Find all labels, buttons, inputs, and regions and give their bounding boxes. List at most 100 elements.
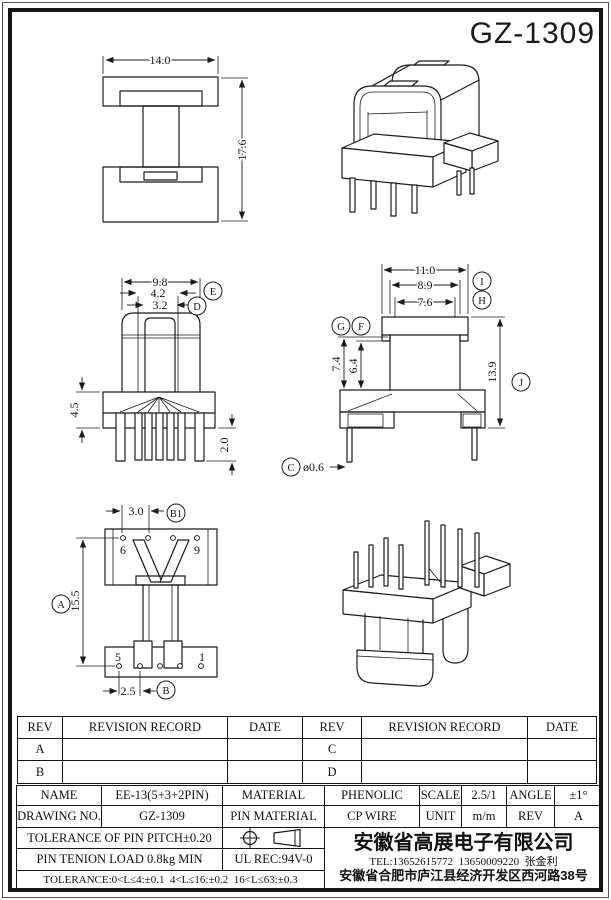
rev-d-cell: D xyxy=(303,761,362,783)
tolerance-pin-pitch: TOLERANCE OF PIN PITCH±0.20 xyxy=(17,828,223,849)
rev-value: A xyxy=(555,806,602,828)
iso-inverted-pins xyxy=(353,520,480,590)
front-fan-wires xyxy=(119,396,200,413)
rev-c-cell: C xyxy=(303,739,362,761)
rev-c-record xyxy=(362,739,528,761)
balloon-c: C xyxy=(281,457,301,477)
rev-a-date xyxy=(228,739,303,761)
rev-b-date xyxy=(228,761,303,783)
view-side: 11.0 8.9 7.6 I H G F xyxy=(281,262,531,477)
dim-side-139: 13.9 xyxy=(485,362,499,383)
dim-side-dia: ø0.6 xyxy=(303,460,324,474)
page-border-inner xyxy=(8,8,603,892)
material-value: PHENOLIC xyxy=(325,786,420,806)
name-value: EE-13(5+3+2PIN) xyxy=(102,786,223,806)
svg-text:C: C xyxy=(287,463,294,474)
dim-side-89: 8.9 xyxy=(418,278,433,292)
rev-b-cell: B xyxy=(18,761,63,783)
svg-text:B: B xyxy=(162,686,169,697)
angle-label: ANGLE xyxy=(507,786,555,806)
balloon-h: H xyxy=(472,290,492,310)
balloon-b1: B1 xyxy=(166,503,186,523)
rev-c-date xyxy=(528,739,596,761)
svg-text:E: E xyxy=(210,287,216,298)
balloon-b: B xyxy=(156,680,176,700)
revision-table: REV REVISION RECORD DATE REV REVISION RE… xyxy=(17,716,597,784)
company-address: 安徽省合肥市庐江县经济开发区西河路38号 xyxy=(339,868,588,884)
dim-side-74: 7.4 xyxy=(329,357,343,372)
rev-d-date xyxy=(528,761,596,783)
rev-a-cell: A xyxy=(18,739,63,761)
pin-number-5: 5 xyxy=(115,650,121,664)
dim-front-42: 4.2 xyxy=(151,286,166,300)
balloon-d: D xyxy=(187,296,207,316)
ul-rec: UL REC:94V-0 xyxy=(223,849,325,871)
rev-header: REV xyxy=(303,717,362,739)
svg-text:H: H xyxy=(478,296,486,307)
revision-record-header: REVISION RECORD xyxy=(63,717,228,739)
view-iso-inverted xyxy=(342,520,511,687)
dim-front-98: 9.8 xyxy=(153,275,168,289)
pin-tension-load: PIN TENION LOAD 0.8kg MIN xyxy=(17,849,223,871)
view-top: 14.0 17.6 xyxy=(102,52,251,223)
dim-top-height: 17.6 xyxy=(235,140,249,161)
svg-text:G: G xyxy=(337,322,345,333)
dim-front-45: 4.5 xyxy=(67,403,81,418)
dim-side-76: 7.6 xyxy=(418,295,433,309)
scale-label: SCALE xyxy=(420,786,462,806)
svg-text:A: A xyxy=(57,600,65,611)
pin-number-1: 1 xyxy=(199,650,205,664)
date-header: DATE xyxy=(228,717,303,739)
dim-bottom-25: 2.5 xyxy=(121,684,136,698)
svg-text:D: D xyxy=(193,302,201,313)
tolerance-row: TOLERANCE:0<L≤4:±0.1 4<L≤16:±0.2 16<L≤63… xyxy=(17,871,325,888)
pin-material-label: PIN MATERIAL xyxy=(223,806,325,828)
company-block: 安徽省高展电子有限公司 TEL:13652615772 13650009220 … xyxy=(325,828,602,888)
unit-value: m/m xyxy=(462,806,507,828)
rev-header: REV xyxy=(18,717,63,739)
dim-side-110: 11.0 xyxy=(415,263,436,277)
dim-top-width: 14.0 xyxy=(150,53,171,67)
page-title: GZ-1309 xyxy=(469,17,595,50)
balloon-a: A xyxy=(51,594,71,614)
svg-text:B1: B1 xyxy=(170,509,182,520)
pin-material-value: CP WIRE xyxy=(325,806,420,828)
dim-bottom-155: 15.5 xyxy=(68,591,82,612)
dim-bottom-30: 3.0 xyxy=(129,504,144,518)
view-bottom: 6 9 5 1 3.0 B1 xyxy=(51,503,218,700)
dim-side-64: 6.4 xyxy=(346,359,360,374)
name-label: NAME xyxy=(17,786,102,806)
svg-text:F: F xyxy=(358,322,364,333)
angle-value: ±1° xyxy=(555,786,602,806)
rev-label: REV xyxy=(507,806,555,828)
view-front: 9.8 4.2 3.2 E D 4.5 2.0 xyxy=(66,274,236,475)
rev-a-record xyxy=(63,739,228,761)
unit-label: UNIT xyxy=(420,806,462,828)
front-pins xyxy=(115,412,205,462)
drawing-no-label: DRAWING NO. xyxy=(17,806,102,828)
bottom-holes-bottom xyxy=(116,663,204,669)
dim-front-32: 3.2 xyxy=(153,298,168,312)
balloon-e: E xyxy=(203,281,223,301)
third-angle-projection-icon xyxy=(239,828,301,848)
dim-front-20: 2.0 xyxy=(217,438,231,453)
projection-symbol-cell xyxy=(223,828,325,849)
scale-value: 2.5/1 xyxy=(462,786,507,806)
iso-upright-pins xyxy=(349,167,475,217)
title-block: NAME EE-13(5+3+2PIN) MATERIAL PHENOLIC S… xyxy=(16,785,603,889)
balloon-g: G xyxy=(331,316,351,336)
pin-number-6: 6 xyxy=(120,543,126,557)
date-header: DATE xyxy=(528,717,596,739)
material-label: MATERIAL xyxy=(223,786,325,806)
view-iso-upright xyxy=(341,60,499,217)
balloon-i: I xyxy=(472,271,492,291)
company-name: 安徽省高展电子有限公司 xyxy=(353,831,574,854)
rev-b-record xyxy=(63,761,228,783)
pin-number-9: 9 xyxy=(194,543,200,557)
rev-d-record xyxy=(362,761,528,783)
drawing-no-value: GZ-1309 xyxy=(102,806,223,828)
bottom-holes-top xyxy=(120,535,200,541)
revision-record-header: REVISION RECORD xyxy=(362,717,528,739)
